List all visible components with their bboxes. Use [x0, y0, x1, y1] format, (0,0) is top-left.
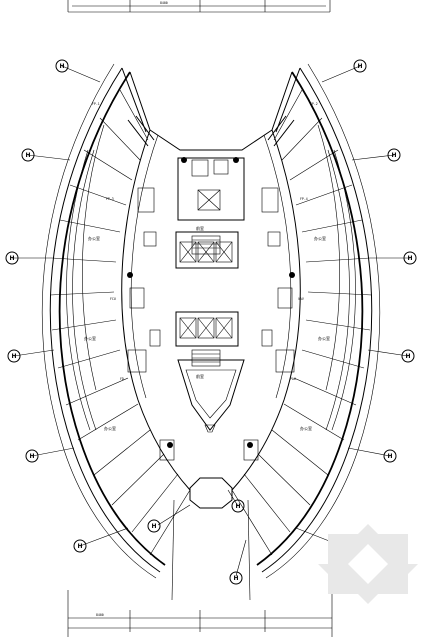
- grid-tag-left-2: H: [21, 148, 35, 162]
- radial-partitions-right: [231, 89, 373, 556]
- svg-text:PAU: PAU: [290, 377, 296, 381]
- svg-text:H: H: [357, 63, 362, 70]
- room-label-left-top: 办公室: [88, 235, 100, 241]
- room-label-right-low: 办公室: [300, 425, 312, 431]
- grid-tag-left-5: H: [25, 449, 39, 463]
- grid-tag-right-7: H: [231, 499, 245, 513]
- room-label-right-top: 办公室: [314, 235, 326, 241]
- radial-partitions-left: [49, 89, 191, 556]
- svg-text:VAV: VAV: [298, 297, 304, 301]
- bottom-dimension: [67, 590, 333, 637]
- outer-facade: [41, 63, 381, 579]
- grid-tag-left-7: H: [147, 519, 161, 533]
- grid-tag-right-5: H: [383, 449, 397, 463]
- duct-runs: [66, 124, 356, 431]
- svg-text:FP-4: FP-4: [300, 197, 308, 201]
- top-shafts: [127, 115, 295, 147]
- bottom-dim-text: 8400: [96, 613, 104, 617]
- svg-text:H: H: [11, 353, 16, 360]
- svg-text:H: H: [29, 453, 34, 460]
- svg-text:FCU: FCU: [110, 297, 116, 301]
- svg-text:H: H: [235, 503, 240, 510]
- grid-tag-right-2: H: [387, 148, 401, 162]
- room-label-center-top: 前室: [196, 225, 204, 231]
- svg-text:H: H: [25, 152, 30, 159]
- svg-text:H: H: [391, 152, 396, 159]
- svg-text:FP-2: FP-2: [310, 102, 318, 106]
- svg-text:H: H: [233, 575, 238, 582]
- grid-tag-left-1: H: [55, 59, 69, 73]
- grid-tag-right-4: H: [401, 349, 415, 363]
- svg-text:FP-1: FP-1: [92, 102, 100, 106]
- top-frame-lines: [67, 0, 331, 13]
- grid-tag-left-4: H: [7, 349, 21, 363]
- bottom-lobby: [171, 477, 251, 601]
- equipment-tags: FP-1 FP-2 FP-3 FP-4 FCU VAV FD PAU: [92, 102, 318, 381]
- top-dim-text: 8400: [160, 1, 168, 5]
- svg-text:FD: FD: [120, 377, 124, 381]
- grid-tag-left-3: H: [5, 251, 19, 265]
- room-labels: 办公室 办公室 办公室 办公室 办公室 办公室 前室 前室: [84, 225, 330, 431]
- svg-text:H: H: [387, 453, 392, 460]
- inner-corridor: [121, 129, 301, 491]
- room-label-left-mid: 办公室: [84, 335, 96, 341]
- svg-text:H: H: [59, 63, 64, 70]
- equipment-blocks: [127, 157, 295, 461]
- svg-text:H: H: [151, 523, 156, 530]
- grid-tag-right-3: H: [403, 251, 417, 265]
- svg-text:H: H: [407, 255, 412, 262]
- leader-lines: [12, 65, 410, 577]
- grid-tag-bottom: H: [229, 571, 243, 585]
- svg-text:H: H: [405, 353, 410, 360]
- top-notch: [121, 67, 301, 151]
- grid-tag-right-1: H: [353, 59, 367, 73]
- svg-text:H: H: [9, 255, 14, 262]
- room-label-right-mid: 办公室: [318, 335, 330, 341]
- watermark-logo: [318, 524, 418, 604]
- grid-tag-left-6: H: [73, 539, 87, 553]
- room-label-center-bottom: 前室: [196, 373, 204, 379]
- svg-text:H: H: [77, 543, 82, 550]
- room-label-left-low: 办公室: [104, 425, 116, 431]
- central-core: [175, 157, 245, 433]
- svg-text:FP-3: FP-3: [106, 197, 114, 201]
